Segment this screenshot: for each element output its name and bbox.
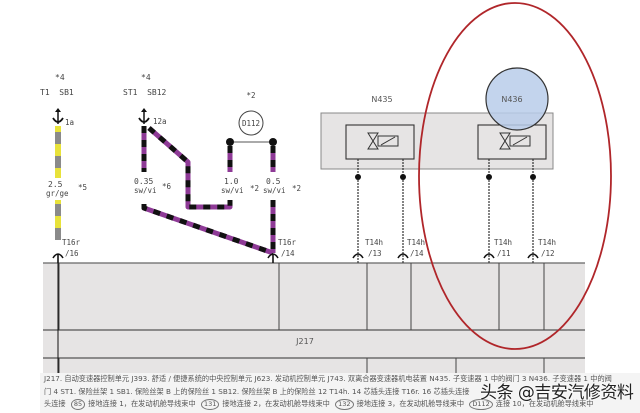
fuse-t1-note: *4 — [55, 73, 65, 82]
conn5-name: T14h — [494, 238, 512, 247]
wire2-color: sw/vi — [134, 186, 157, 195]
conn3-name: T14h — [365, 238, 383, 247]
highlight-ellipse — [418, 2, 612, 350]
legend-d112: 连接 10，在发动机舱导线束中 — [495, 399, 594, 408]
ground-85-icon: 85 — [70, 399, 86, 410]
conn5-pin: /11 — [497, 249, 511, 258]
conn1-name: T16r — [62, 238, 81, 247]
wire-gr-ge — [55, 126, 61, 240]
j217-panel — [43, 262, 585, 373]
wire2-size: 0.35 — [134, 177, 153, 186]
d112-label: D112 — [242, 119, 260, 128]
connector-terminal-icons — [52, 253, 539, 263]
legend-ground-131: 接地连接 2，在发动机舱导线束中 — [222, 399, 330, 408]
wire-sw-vi-group — [141, 126, 276, 256]
legend-line-2: 门 4 ST1. 保险丝架 1 SB1. 保险丝架 B 上的保险丝 1 SB12… — [44, 386, 470, 396]
legend: J217. 自动变速器控制单元 J393. 舒适 / 便捷系统的中央控制单元 J… — [40, 373, 640, 413]
wire3-color: sw/vi — [221, 186, 244, 195]
legend-ground-85: 接地连接 1，在发动机舱导线束中 — [88, 399, 196, 408]
conn6-name: T14h — [538, 238, 556, 247]
fuse-t1-label: T1 SB1 — [40, 88, 74, 97]
fuse-st1-label: ST1 SB12 — [123, 88, 167, 97]
wire3-note: *2 — [250, 184, 259, 193]
d112-connection — [226, 110, 277, 146]
fuse-st1-note: *4 — [141, 73, 151, 82]
fuse-st1-pin: 12a — [153, 117, 167, 126]
watermark: 头条 @吉安汽修资料 — [480, 383, 634, 403]
n436-label: N436 — [501, 95, 522, 104]
wire3-size: 1.0 — [224, 177, 239, 186]
wire4-color: sw/vi — [263, 186, 286, 195]
fuse-t1-pin: 1a — [65, 118, 74, 127]
d112-note: *2 — [246, 91, 255, 100]
conn2-pin: /14 — [281, 249, 295, 258]
wire1-size: 2.5 — [48, 180, 63, 189]
fuse-t1-terminal-icon — [52, 108, 64, 124]
conn3-pin: /13 — [368, 249, 382, 258]
conn4-pin: /14 — [410, 249, 424, 258]
legend-line3-prefix: 头连接 — [44, 399, 66, 408]
wire4-size: 0.5 — [266, 177, 281, 186]
legend-line-1: J217. 自动变速器控制单元 J393. 舒适 / 便捷系统的中央控制单元 J… — [44, 374, 612, 383]
conn4-name: T14h — [407, 238, 425, 247]
wire1-note: *5 — [78, 183, 87, 192]
connection-d112-icon: D112 — [469, 399, 493, 410]
j217-label: J217 — [295, 337, 314, 346]
conn2-name: T16r — [278, 238, 297, 247]
n435-valve — [345, 124, 415, 263]
wire1-color: gr/ge — [46, 189, 69, 198]
ground-132-icon: 132 — [335, 399, 354, 410]
wire4-note: *2 — [292, 184, 301, 193]
n436-highlight-circle — [485, 67, 549, 131]
n435-label: N435 — [371, 95, 392, 104]
conn1-pin: /16 — [65, 249, 79, 258]
fuse-st1-terminal-icon — [138, 108, 150, 124]
ground-131-icon: 131 — [200, 399, 220, 410]
legend-ground-132: 接地连接 3，在发动机舱导线束中 — [356, 399, 465, 408]
conn6-pin: /12 — [541, 249, 555, 258]
wire2-note: *6 — [162, 182, 172, 191]
